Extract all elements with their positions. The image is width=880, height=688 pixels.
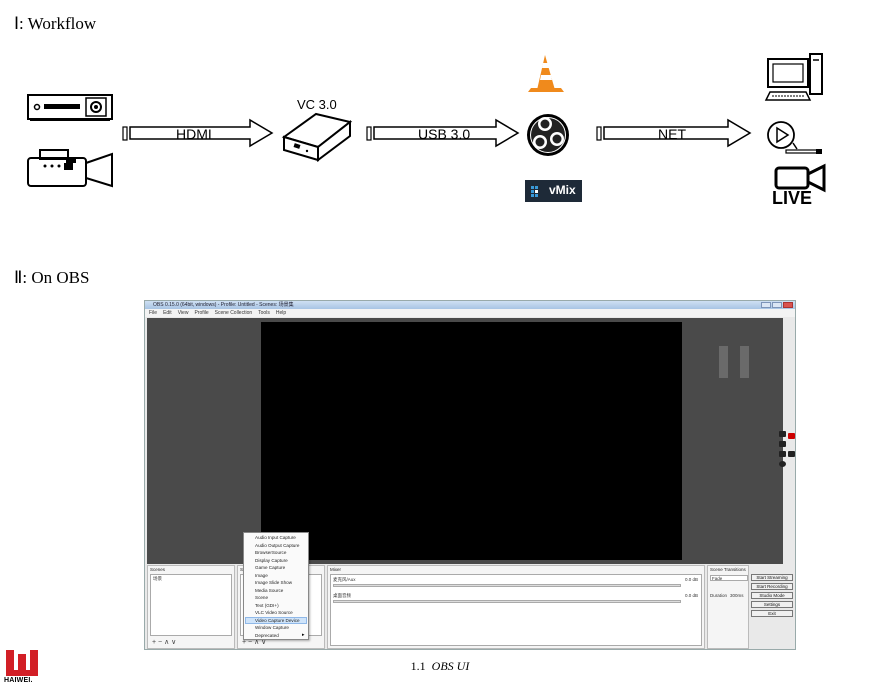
transitions-dock: Scene Transitions Fade Duration 300ms: [707, 565, 749, 649]
usb-arrow: [366, 118, 520, 148]
scenes-dock: Scenes 场景 + − ∧ ∨: [147, 565, 235, 649]
menu-item-vlc-video[interactable]: VLC Video Source: [255, 610, 293, 615]
start-streaming-button[interactable]: Start Streaming: [751, 574, 793, 581]
menu-scene-collection[interactable]: Scene Collection: [214, 310, 253, 316]
live-camera-icon: [774, 163, 826, 193]
obs-screenshot: OBS 0.15.0 (64bit, windows) - Profile: U…: [144, 300, 796, 650]
add-source-context-menu: Audio Input Capture Audio Output Capture…: [243, 532, 309, 640]
pause-icon-right: [740, 346, 749, 378]
scenes-list[interactable]: 场景: [150, 574, 232, 636]
obs-menubar: File Edit View Profile Scene Collection …: [145, 309, 795, 317]
menu-item-audio-input[interactable]: Audio Input Capture: [255, 535, 296, 540]
pause-icon-left: [719, 346, 728, 378]
duration-label: Duration: [710, 593, 728, 598]
live-label: LIVE: [772, 188, 813, 208]
net-label: NET: [658, 126, 686, 142]
net-arrow: [596, 118, 752, 148]
camera-icon[interactable]: [779, 431, 786, 437]
scenes-title: Scenes: [150, 567, 166, 572]
menu-item-audio-output[interactable]: Audio Output Capture: [255, 542, 300, 548]
vmix-label: vMix: [549, 183, 576, 197]
vlc-icon: [528, 55, 564, 92]
workflow-diagram: [27, 53, 826, 202]
menu-item-deprecated[interactable]: Deprecated: [255, 632, 279, 638]
gear-icon[interactable]: [779, 461, 786, 467]
logo-text: HAIWEI.: [4, 677, 33, 684]
obs-section-title: Ⅱ: On OBS: [14, 268, 90, 287]
mixer-channel-level: 0.0 dB: [685, 577, 699, 582]
settings-icon[interactable]: [788, 451, 795, 457]
mixer-dock: Mixer 麦克风/Aux 0.0 dB 桌面音频 0.0 dB: [327, 565, 705, 649]
obs-preview-canvas: [261, 322, 682, 560]
obs-titlebar: OBS 0.15.0 (64bit, windows) - Profile: U…: [145, 301, 795, 309]
submenu-arrow-icon: ▸: [302, 632, 305, 638]
menu-item-video-capture-device[interactable]: Video Capture Device: [255, 617, 300, 623]
maximize-button[interactable]: [772, 302, 782, 308]
studio-mode-button[interactable]: Studio Mode: [751, 592, 793, 599]
menu-profile[interactable]: Profile: [194, 310, 209, 316]
workflow-section-title: Ⅰ: Workflow: [14, 14, 97, 33]
close-button[interactable]: [783, 302, 793, 308]
mixer-channel-name: 桌面音频: [333, 593, 351, 598]
figure-caption: 1.1 OBS UI: [0, 659, 880, 674]
transition-value: Fade: [712, 576, 723, 581]
vmix-icon: [525, 180, 582, 202]
volume-meter[interactable]: [333, 584, 681, 587]
mixer-channel-name: 麦克风/Aux: [333, 577, 356, 582]
mixer-title: Mixer: [330, 567, 341, 572]
haiwei-logo: [6, 650, 38, 676]
scene-item[interactable]: 场景: [153, 576, 162, 581]
computer-icon: [764, 53, 823, 101]
transition-select[interactable]: Fade: [710, 575, 748, 581]
gallery-icon[interactable]: [779, 451, 786, 457]
figure-number: 1.1: [410, 659, 426, 673]
menu-edit[interactable]: Edit: [163, 310, 172, 316]
minimize-button[interactable]: [761, 302, 771, 308]
source-controls[interactable]: + − ∧ ∨: [242, 639, 267, 646]
settings-button[interactable]: Settings: [751, 601, 793, 608]
vc30-device-icon: [281, 112, 353, 162]
video-icon[interactable]: [779, 441, 786, 447]
duration-value[interactable]: 300ms: [730, 593, 744, 598]
hdmi-arrow: [122, 118, 274, 148]
vc30-label: VC 3.0: [297, 97, 337, 112]
obs-logo-icon: [527, 114, 569, 156]
transitions-title: Scene Transitions: [710, 567, 746, 572]
record-icon[interactable]: [788, 433, 795, 439]
volume-meter[interactable]: [333, 600, 681, 603]
scene-controls[interactable]: + − ∧ ∨: [152, 639, 177, 646]
mixer-channel-level: 0.0 dB: [685, 593, 699, 598]
menu-item-image-slide-show[interactable]: Image Slide Show: [255, 580, 293, 585]
menu-highlight: [245, 617, 307, 624]
play-device-icon: [767, 121, 822, 154]
camcorder-icon: [27, 149, 113, 188]
usb-label: USB 3.0: [418, 126, 471, 142]
menu-item-display-capture[interactable]: Display Capture: [255, 557, 288, 563]
menu-item-game-capture[interactable]: Game Capture: [255, 565, 286, 570]
figure-text: OBS UI: [431, 659, 470, 673]
menu-item-media-source[interactable]: Media Source: [255, 587, 284, 593]
menu-help[interactable]: Help: [275, 310, 287, 316]
menu-view[interactable]: View: [177, 310, 189, 316]
exit-button[interactable]: Exit: [751, 610, 793, 617]
obs-window-title: OBS 0.15.0 (64bit, windows) - Profile: U…: [153, 302, 294, 308]
menu-item-text-gdi[interactable]: Text (GDI+): [255, 602, 279, 608]
mixer-panel: 麦克风/Aux 0.0 dB 桌面音频 0.0 dB: [330, 574, 702, 646]
menu-item-scene[interactable]: Scene: [255, 595, 269, 600]
menu-item-window-capture[interactable]: Window Capture: [255, 625, 289, 630]
menu-item-browser-source[interactable]: BrowserSource: [255, 550, 287, 555]
menu-item-image[interactable]: Image: [255, 572, 268, 578]
media-player-icon: [27, 94, 113, 121]
menu-tools[interactable]: Tools: [258, 310, 270, 316]
hdmi-label: HDMI: [176, 126, 212, 142]
floating-toolbar: [779, 413, 795, 471]
start-recording-button[interactable]: Start Recording: [751, 583, 793, 590]
menu-file[interactable]: File: [149, 310, 158, 316]
